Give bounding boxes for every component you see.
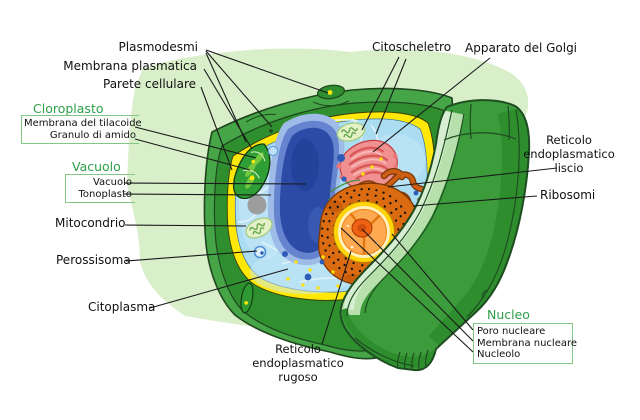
label-membrana-plasmatica: Membrana plasmatica bbox=[63, 59, 197, 73]
gray-vesicle bbox=[247, 195, 267, 215]
heading-cloroplasto: Cloroplasto bbox=[33, 101, 104, 116]
label-nucleolo: Nucleolo bbox=[477, 349, 521, 361]
label-liscio-line2: endoplasmatico bbox=[523, 147, 615, 161]
label-plasmodesmi: Plasmodesmi bbox=[118, 40, 198, 54]
label-rugoso-line2: endoplasmatico bbox=[252, 356, 344, 370]
leader-lines bbox=[123, 49, 558, 353]
label-reticolo-endoplasmatico-rugoso: Reticolo endoplasmatico rugoso bbox=[248, 342, 348, 384]
label-rugoso-line1: Reticolo bbox=[275, 342, 321, 356]
label-reticolo-endoplasmatico-liscio: Reticolo endoplasmatico liscio bbox=[519, 133, 619, 175]
heading-vacuolo: Vacuolo bbox=[72, 159, 121, 174]
label-membrana-del-tilacoide: Membrana del tilacoide bbox=[24, 118, 142, 129]
plasmodesma bbox=[312, 84, 350, 107]
label-ribosomi: Ribosomi bbox=[540, 188, 596, 202]
chloroplast bbox=[233, 143, 271, 200]
starch-granule bbox=[249, 175, 255, 181]
free-ribosomes bbox=[286, 157, 383, 290]
vesicle bbox=[267, 145, 279, 157]
cloroplasto-group-box: Membrana del tilacoide Granulo di amido bbox=[21, 115, 142, 145]
label-citoplasma: Citoplasma bbox=[88, 300, 156, 314]
proplastid bbox=[240, 282, 254, 314]
label-parete-cellulare: Parete cellulare bbox=[103, 77, 196, 91]
label-vacuolo: Vacuolo bbox=[92, 177, 132, 188]
label-apparato-del-golgi: Apparato del Golgi bbox=[465, 41, 578, 55]
label-membrana-nucleare: Membrana nucleare bbox=[477, 337, 578, 349]
label-poro-nucleare: Poro nucleare bbox=[477, 326, 546, 337]
label-perossisoma: Perossisoma bbox=[56, 253, 131, 267]
label-liscio-line1: Reticolo bbox=[546, 133, 592, 147]
label-liscio-line3: liscio bbox=[554, 161, 584, 175]
vacuolo-group-box: Vacuolo Tonoplasto bbox=[65, 174, 135, 204]
nucleo-group-box: Poro nucleare Membrana nucleare Nucleolo bbox=[473, 323, 578, 364]
label-tonoplasto: Tonoplasto bbox=[78, 188, 133, 200]
label-citoscheletro: Citoscheletro bbox=[372, 40, 452, 54]
label-mitocondrio: Mitocondrio bbox=[55, 216, 126, 230]
membrane-pore bbox=[269, 129, 273, 133]
peroxisome bbox=[253, 245, 267, 259]
label-granulo-di-amido: Granulo di amido bbox=[49, 129, 136, 141]
heading-nucleo: Nucleo bbox=[487, 307, 530, 322]
label-rugoso-line3: rugoso bbox=[278, 370, 318, 384]
mitochondrion-1 bbox=[245, 217, 273, 239]
blue-vesicles bbox=[282, 154, 419, 281]
mitochondrion-2 bbox=[336, 122, 366, 142]
